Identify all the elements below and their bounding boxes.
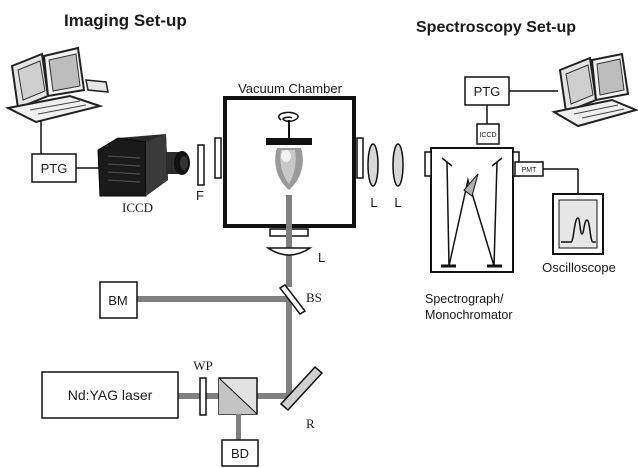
chamber-window-left	[214, 137, 222, 179]
mirror-r	[279, 365, 324, 412]
iccd-camera-label: ICCD	[122, 200, 153, 215]
iccd-small-label: ICCD	[479, 132, 496, 139]
lens-bottom	[265, 247, 313, 256]
beam-monitor-box: BM	[99, 281, 138, 319]
spectrograph-label-2: Monochromator	[425, 308, 513, 322]
wave-plate	[199, 377, 207, 416]
ptg-left-box: PTG	[31, 153, 77, 183]
spectroscopy-title: Spectroscopy Set-up	[416, 19, 576, 36]
laser-label: Nd:YAG laser	[68, 387, 153, 403]
oscilloscope-trace-icon	[558, 199, 598, 249]
pmt-box: PMT	[514, 161, 544, 177]
chamber-window-right	[356, 137, 364, 179]
bm-label: BM	[108, 293, 128, 308]
polarizing-beam-cube	[218, 377, 258, 440]
ptg-right-label: PTG	[474, 84, 501, 99]
imaging-title: Imaging Set-up	[64, 11, 187, 30]
pmt-label: PMT	[522, 167, 538, 174]
spectrograph-label-1: Spectrograph/	[425, 292, 504, 306]
lens-right-2-label: L	[394, 195, 401, 210]
lens-bottom-label: L	[318, 250, 325, 265]
filter-element	[197, 144, 205, 186]
iccd-detector-box: ICCD	[476, 123, 500, 145]
beam-dump-box: BD	[221, 439, 259, 467]
bs-label: BS	[306, 290, 322, 305]
spectrograph-box	[424, 147, 520, 273]
beam-splitter	[278, 284, 307, 315]
lens-right-1-label: L	[370, 195, 377, 210]
vacuum-chamber-label: Vacuum Chamber	[238, 81, 342, 96]
computer-left-icon	[4, 46, 109, 124]
ptg-left-label: PTG	[41, 161, 68, 176]
computer-right-icon	[551, 52, 638, 128]
lens-right-1	[367, 143, 379, 187]
laser-box: Nd:YAG laser	[41, 371, 179, 419]
filter-label: F	[196, 188, 204, 203]
ptg-right-box: PTG	[464, 76, 510, 106]
iccd-camera-icon	[97, 134, 190, 197]
sample-target-icon	[266, 111, 312, 190]
mirror-label: R	[306, 416, 315, 431]
oscilloscope-device	[552, 193, 604, 255]
bd-label: BD	[231, 446, 249, 461]
lens-right-2	[392, 143, 404, 187]
wp-label: WP	[193, 358, 213, 373]
oscilloscope-label: Oscilloscope	[542, 260, 616, 275]
